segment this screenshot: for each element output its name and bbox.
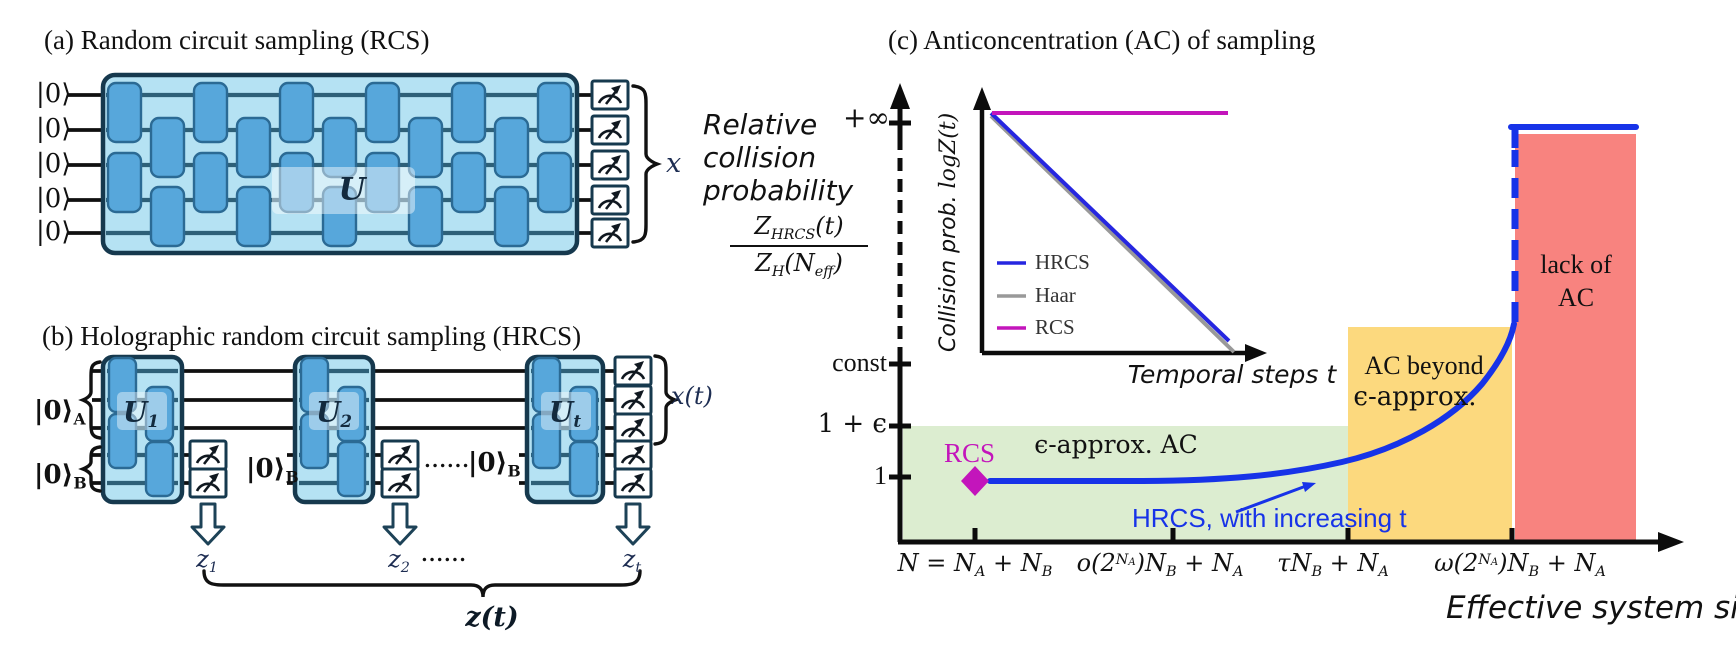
legend-haar: Haar bbox=[1035, 283, 1076, 307]
ket-zero-label: |0⟩ bbox=[36, 217, 72, 247]
x-axis-label: Effective system size bbox=[1446, 590, 1736, 626]
xtick-label-2: o(2NA)NB + NA bbox=[1076, 549, 1244, 581]
block-highlights bbox=[117, 392, 591, 430]
red-region-label-line1: lack of bbox=[1540, 250, 1612, 279]
rcs-diamond-marker bbox=[961, 466, 989, 496]
xt-output-label: x(t) bbox=[671, 382, 713, 410]
inset-haar-line bbox=[989, 114, 1236, 354]
red-region-label-line2: AC bbox=[1557, 283, 1595, 312]
panel-b-circuit bbox=[78, 354, 681, 598]
inset-series bbox=[989, 111, 1236, 354]
output-brace bbox=[631, 84, 662, 244]
ellipsis: ...... bbox=[421, 544, 467, 566]
inset-y-axis-label: Collision prob. logZ(t) bbox=[936, 84, 961, 352]
fraction-numerator: ZHRCS(t) bbox=[730, 212, 868, 248]
xt-brace bbox=[653, 354, 681, 446]
ytick-one: 1 bbox=[874, 461, 887, 490]
ket-zero-a-label: |0⟩A bbox=[34, 396, 86, 429]
sample-arrows bbox=[190, 502, 651, 546]
rcs-point-label: RCS bbox=[944, 438, 996, 468]
green-region-label: ϵ-approx. AC bbox=[1034, 430, 1198, 459]
ket-zero-b-label: |0⟩B bbox=[246, 454, 299, 487]
legend-rcs: RCS bbox=[1035, 315, 1075, 339]
ut-label: Ut bbox=[548, 395, 582, 432]
unitary-u-label: U bbox=[338, 171, 366, 208]
ket-zero-label: |0⟩ bbox=[36, 114, 72, 144]
u2-label: U2 bbox=[315, 395, 353, 432]
y-axis-fraction: ZHRCS(t) ZH(Neff) bbox=[730, 212, 868, 280]
inset-ylabel-math: logZ(t) bbox=[936, 112, 961, 189]
ket-a-brace bbox=[78, 360, 102, 440]
panel-a-title: (a) Random circuit sampling (RCS) bbox=[44, 25, 430, 55]
panel-a-circuit bbox=[68, 72, 662, 256]
inset-hrcs-line bbox=[989, 111, 1231, 343]
fraction-denominator: ZH(Neff) bbox=[755, 249, 843, 281]
panel-c-plot bbox=[889, 83, 1684, 552]
hrcs-curve-annotation: HRCS, with increasing t bbox=[1132, 503, 1407, 533]
z-vector-label: z(t) bbox=[465, 602, 519, 633]
inset-legend-swatches bbox=[997, 261, 1026, 330]
ket-zero-b-label: |0⟩B bbox=[468, 448, 521, 481]
u1-label: U1 bbox=[122, 395, 160, 432]
z-collection-brace bbox=[202, 569, 642, 598]
yellow-region-label-line2: ϵ-approx. bbox=[1353, 382, 1477, 412]
ytick-infinity: +∞ bbox=[843, 101, 890, 134]
legend-hrcs: HRCS bbox=[1035, 250, 1090, 274]
xtick-label-3: τNB + NA bbox=[1277, 549, 1389, 581]
unitary-highlight bbox=[272, 167, 415, 214]
increasing-t-arrow bbox=[1235, 482, 1316, 514]
y-axis-label-line2: collision bbox=[703, 141, 817, 174]
z2-label: z2 bbox=[388, 545, 410, 577]
z1-label: z1 bbox=[196, 545, 218, 577]
inset-ylabel-text: Collision prob. bbox=[936, 188, 961, 352]
y-axis-label-line1: Relative bbox=[703, 108, 818, 141]
xtick-label-1: N = NA + NB bbox=[897, 549, 1053, 581]
ket-zero-b-label: |0⟩B bbox=[34, 460, 87, 493]
block-gates bbox=[107, 356, 599, 498]
measurement-meters bbox=[590, 79, 630, 249]
zt-label: zt bbox=[622, 545, 642, 577]
xtick-label-4: ω(2NA)NB + NA bbox=[1434, 549, 1606, 581]
ellipsis: ...... bbox=[424, 450, 470, 472]
ytick-const: const bbox=[832, 348, 887, 377]
region-ac-beyond bbox=[1348, 327, 1512, 542]
region-lack-of-ac bbox=[1515, 134, 1636, 542]
yellow-region-label-line1: AC beyond bbox=[1364, 351, 1484, 380]
inset-axes bbox=[973, 87, 1267, 362]
ket-zero-label: |0⟩ bbox=[36, 149, 72, 179]
inset-x-axis-label: Temporal steps t bbox=[1127, 360, 1337, 389]
output-x-label: x bbox=[666, 148, 682, 179]
main-axes bbox=[889, 83, 1684, 552]
hrcs-curve bbox=[987, 124, 1639, 484]
ket-zero-label: |0⟩ bbox=[36, 184, 72, 214]
ket-zero-label: |0⟩ bbox=[36, 79, 72, 109]
y-axis-label-line3: probability bbox=[703, 174, 854, 207]
panel-b-title: (b) Holographic random circuit sampling … bbox=[42, 321, 582, 351]
panel-c-title: (c) Anticoncentration (AC) of sampling bbox=[888, 25, 1316, 55]
ytick-one-plus-eps: 1 + ϵ bbox=[817, 409, 887, 439]
two-qubit-gates bbox=[106, 81, 573, 248]
ket-b-brace bbox=[78, 445, 102, 493]
